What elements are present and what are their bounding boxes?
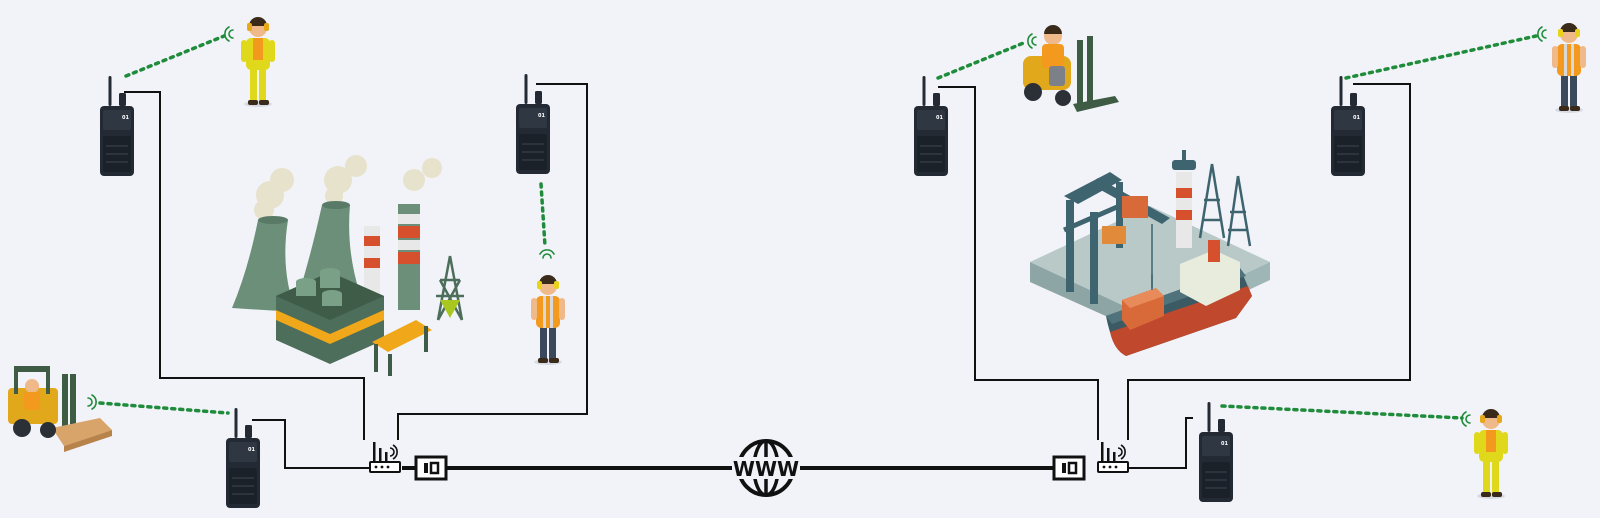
voice-links xyxy=(98,34,1538,420)
radio-icon xyxy=(515,73,551,175)
cargo-port-icon xyxy=(1030,150,1270,356)
voice-link-top-right xyxy=(1344,34,1538,80)
wire-radio-bottom-left-to-gateway xyxy=(252,419,372,469)
wire-radio-top-left-to-gateway xyxy=(124,91,365,440)
voice-link-bottom-right xyxy=(1220,404,1464,420)
wire-radio-top-center-right-to-gateway xyxy=(938,86,1099,440)
signal-waves-icon xyxy=(224,26,234,42)
gateway-router-icon xyxy=(1097,441,1129,473)
wire-radio-bottom-right-to-gateway xyxy=(1128,417,1193,469)
signal-waves xyxy=(87,26,1547,427)
globe-icon: WWW xyxy=(732,439,800,497)
power-plant-icon xyxy=(232,155,464,376)
network-adapter-icon xyxy=(1052,455,1086,481)
signal-waves-icon xyxy=(1461,411,1471,427)
network-adapter-icon xyxy=(414,455,448,481)
radio-icon xyxy=(1330,75,1366,177)
wire-radio-top-right-to-gateway xyxy=(1127,83,1411,440)
signal-waves-icon xyxy=(1027,33,1037,49)
www-label: WWW xyxy=(733,457,799,481)
signal-waves-icon xyxy=(1537,26,1547,42)
radio-icon xyxy=(225,407,261,509)
worker-icon xyxy=(241,17,275,107)
gateway-router-icon xyxy=(369,441,401,473)
forklift-icon xyxy=(8,366,112,452)
forklift-icon xyxy=(1023,25,1119,112)
voice-link-top-left xyxy=(124,34,226,78)
radio-icon xyxy=(913,75,949,177)
voice-link-top-center-right xyxy=(936,40,1028,80)
voice-link-bottom-left xyxy=(98,401,230,415)
worker-icon xyxy=(1552,23,1586,113)
right-site-wiring xyxy=(938,83,1411,469)
signal-waves-icon xyxy=(87,394,97,410)
left-site-wiring xyxy=(124,83,588,469)
voice-link-center xyxy=(539,182,547,248)
wire-radio-center-to-gateway xyxy=(397,83,588,440)
worker-icon xyxy=(1474,409,1508,499)
signal-waves-icon xyxy=(539,249,555,259)
worker-icon xyxy=(531,275,565,365)
radio-icon xyxy=(1198,401,1234,503)
